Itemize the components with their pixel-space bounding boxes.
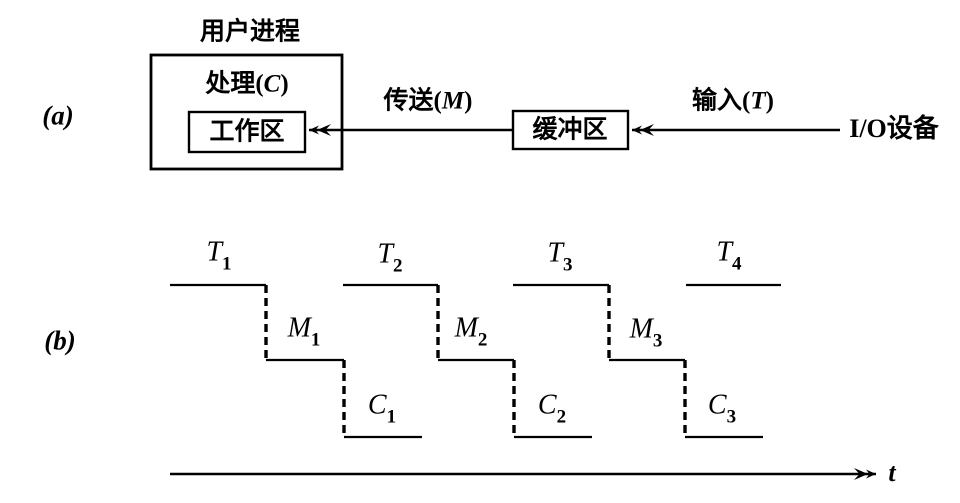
segment-subscript: 3	[652, 330, 663, 352]
user-process-title: 用户进程	[199, 18, 301, 46]
segment-label-t2: T2	[377, 238, 403, 277]
input-variable: T	[750, 87, 766, 115]
work-area-label: 工作区	[209, 118, 285, 146]
segment-subscript: 1	[386, 406, 397, 428]
transfer-variable: M	[441, 87, 465, 115]
transfer-prefix: 传送(	[383, 87, 442, 115]
transfer-suffix: )	[464, 87, 473, 115]
segment-subscript: 4	[732, 253, 742, 275]
segment-subscript: 3	[726, 406, 737, 428]
segment-letter: T	[206, 236, 223, 268]
input-suffix: )	[765, 87, 774, 115]
segment-letter: M	[454, 312, 478, 344]
user-process-box	[149, 53, 344, 171]
segment-subscript: 2	[477, 329, 488, 351]
segment-label-t4: T4	[716, 236, 742, 275]
processing-prefix: 处理(	[205, 70, 264, 98]
input-label: 输入(T)	[692, 89, 774, 114]
segment-label-c2: C2	[537, 389, 567, 428]
figure-part-b-label: (b)	[44, 325, 76, 356]
segment-subscript: 3	[563, 254, 573, 276]
work-area-box	[187, 110, 307, 154]
segment-subscript: 2	[393, 255, 403, 277]
processing-suffix: )	[280, 70, 289, 98]
segment-label-c1: C1	[367, 389, 397, 428]
segment-letter: C	[367, 389, 387, 421]
segment-letter: M	[287, 312, 311, 344]
buffer-label: 缓冲区	[532, 116, 608, 144]
segment-label-m1: M1	[287, 312, 321, 351]
segment-letter: M	[629, 313, 653, 345]
segment-subscript: 1	[310, 329, 321, 351]
segment-label-t1: T1	[206, 236, 232, 275]
io-device-label: I/O设备	[849, 114, 939, 143]
time-axis-label: t	[888, 458, 896, 487]
figure-part-a-label: (a)	[42, 100, 74, 131]
segment-letter: C	[707, 389, 727, 421]
processing-variable: C	[263, 70, 281, 98]
segment-label-m2: M2	[454, 312, 488, 351]
segment-label-m3: M3	[629, 313, 663, 352]
segment-label-t3: T3	[547, 237, 573, 276]
segment-subscript: 2	[556, 406, 567, 428]
segment-subscript: 1	[222, 253, 232, 275]
segment-letter: C	[537, 389, 557, 421]
input-prefix: 输入(	[692, 87, 751, 115]
segment-label-c3: C3	[707, 389, 737, 428]
transfer-label: 传送(M)	[384, 89, 473, 114]
segment-letter: T	[716, 236, 733, 268]
segment-letter: T	[547, 237, 564, 269]
processing-label: 处理(C)	[205, 72, 288, 97]
segment-letter: T	[377, 238, 394, 270]
